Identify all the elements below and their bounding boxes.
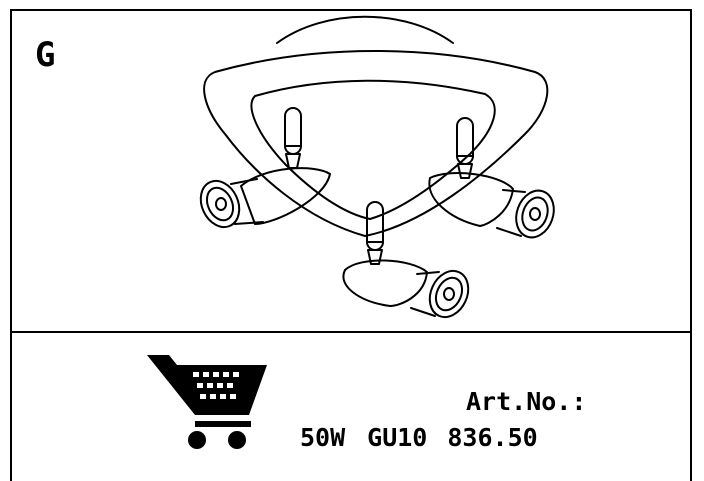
- illustration-panel: [10, 9, 692, 333]
- panel-border-left: [10, 331, 12, 481]
- art-no-label: Art.No.:: [466, 387, 587, 416]
- spotlight-bottom: [342, 201, 470, 319]
- shopping-cart-icon: [147, 355, 267, 449]
- wattage: 50W: [300, 423, 346, 452]
- spotlight-left: [199, 107, 331, 229]
- variant-letter: G: [35, 35, 56, 75]
- spotlight-illustration: [199, 15, 555, 319]
- socket-type: GU10: [367, 423, 428, 452]
- spotlight-right: [428, 117, 555, 239]
- panel-border-right: [690, 331, 692, 481]
- spec-row: 50W GU10 836.50: [300, 425, 538, 450]
- article-number: 836.50: [447, 423, 538, 452]
